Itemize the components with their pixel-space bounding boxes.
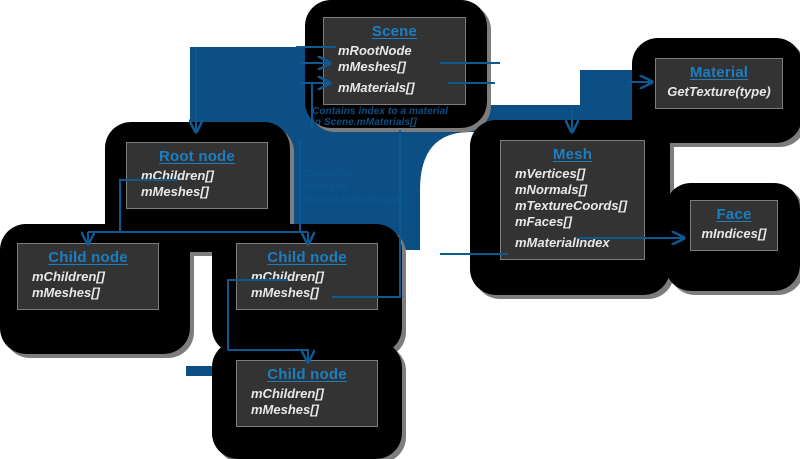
node-child-node-1[interactable]: Child node mChildren[] mMeshes[] bbox=[17, 243, 159, 310]
node-root-node-title: Root node bbox=[159, 148, 235, 165]
annotation-material-index-faded: Contains index to Scene.mMaterials[] bbox=[305, 168, 408, 206]
field-child2-mchildren: mChildren[] bbox=[251, 269, 324, 284]
field-material-gettexture: GetTexture(type) bbox=[667, 84, 771, 99]
node-material[interactable]: Material GetTexture(type) bbox=[655, 58, 783, 109]
node-scene-fields: mRootNode mMeshes[] mMaterials[] bbox=[334, 43, 455, 96]
node-material-title: Material bbox=[689, 64, 749, 81]
field-child3-mmeshes: mMeshes[] bbox=[251, 402, 319, 417]
field-mesh-mmaterialindex: mMaterialIndex bbox=[515, 235, 610, 250]
field-face-mindices: mIndices[] bbox=[701, 226, 767, 241]
node-mesh[interactable]: Mesh mVertices[] mNormals[] mTextureCoor… bbox=[500, 140, 645, 260]
node-scene-title: Scene bbox=[371, 23, 418, 40]
field-mesh-mtexturecoords: mTextureCoords[] bbox=[515, 198, 628, 213]
node-mesh-title: Mesh bbox=[552, 146, 593, 163]
node-root-node[interactable]: Root node mChildren[] mMeshes[] bbox=[126, 142, 268, 209]
node-face-fields: mIndices[] bbox=[701, 226, 767, 242]
field-child1-mmeshes: mMeshes[] bbox=[32, 285, 100, 300]
field-mesh-mfaces: mFaces[] bbox=[515, 214, 573, 229]
node-child-node-1-fields: mChildren[] mMeshes[] bbox=[28, 269, 148, 301]
node-child-node-1-title: Child node bbox=[48, 249, 128, 266]
node-child-node-3-fields: mChildren[] mMeshes[] bbox=[247, 386, 367, 418]
field-child2-mmeshes: mMeshes[] bbox=[251, 285, 319, 300]
node-material-fields: GetTexture(type) bbox=[666, 84, 772, 100]
field-mesh-mnormals: mNormals[] bbox=[515, 182, 588, 197]
node-root-node-fields: mChildren[] mMeshes[] bbox=[137, 168, 257, 200]
field-mesh-mvertices: mVertices[] bbox=[515, 166, 586, 181]
node-face[interactable]: Face mIndices[] bbox=[690, 200, 778, 251]
node-child-node-3[interactable]: Child node mChildren[] mMeshes[] bbox=[236, 360, 378, 427]
node-child-node-3-title: Child node bbox=[267, 366, 347, 383]
field-scene-mmaterials: mMaterials[] bbox=[338, 80, 415, 95]
field-rootnode-mchildren: mChildren[] bbox=[141, 168, 214, 183]
field-scene-mmeshes: mMeshes[] bbox=[338, 59, 406, 74]
field-rootnode-mmeshes: mMeshes[] bbox=[141, 184, 209, 199]
node-face-title: Face bbox=[716, 206, 752, 223]
field-child1-mchildren: mChildren[] bbox=[32, 269, 105, 284]
node-child-node-2-fields: mChildren[] mMeshes[] bbox=[247, 269, 367, 301]
node-mesh-fields: mVertices[] mNormals[] mTextureCoords[] … bbox=[511, 166, 634, 251]
node-child-node-2[interactable]: Child node mChildren[] mMeshes[] bbox=[236, 243, 378, 310]
field-child3-mchildren: mChildren[] bbox=[251, 386, 324, 401]
node-scene[interactable]: Scene mRootNode mMeshes[] mMaterials[] bbox=[323, 17, 466, 105]
annotation-material-index: Contains index to a material in Scene.mM… bbox=[312, 106, 449, 128]
node-child-node-2-title: Child node bbox=[267, 249, 347, 266]
field-scene-mrootnode: mRootNode bbox=[338, 43, 412, 58]
